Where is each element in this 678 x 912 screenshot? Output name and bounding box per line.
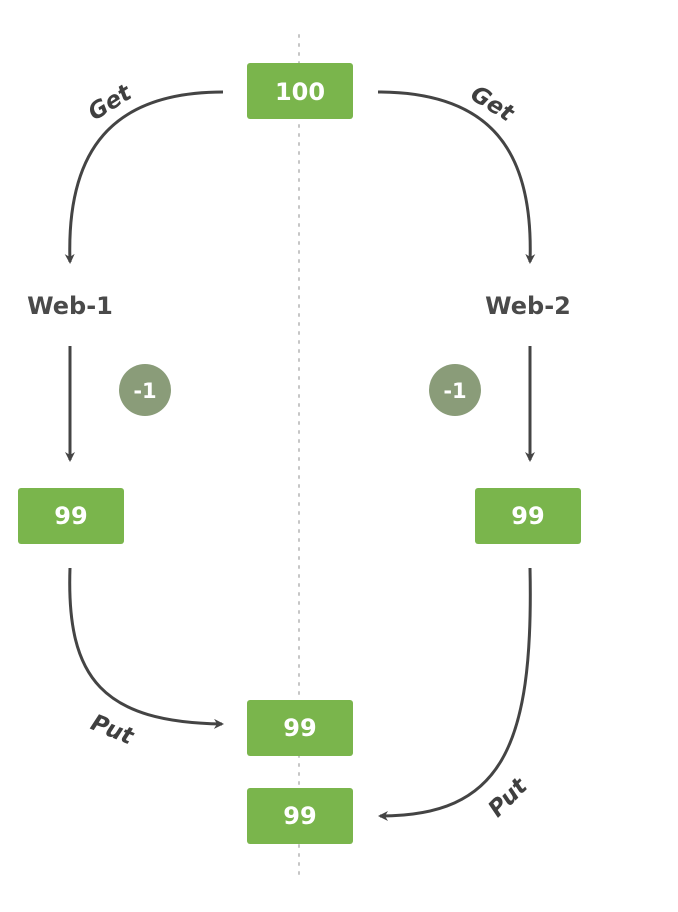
- put-arrow-left: [68, 567, 224, 729]
- get-label-left: Get: [84, 79, 137, 126]
- get-arrow-left: [64, 90, 224, 264]
- put-arrow-right: [378, 567, 532, 821]
- decrement-badge-left-text: -1: [133, 379, 156, 403]
- stored-value-box-2: [247, 788, 353, 844]
- put-label-right: Put: [483, 773, 533, 823]
- result-text-web-1: 99: [54, 502, 87, 530]
- get-label-right: Get: [466, 81, 519, 128]
- stored-value-text-2: 99: [283, 802, 316, 830]
- decrement-badge-left: [119, 364, 171, 416]
- result-box-web-2: [475, 488, 581, 544]
- client-label-web-2: Web-2: [485, 292, 571, 320]
- stored-value-box-1: [247, 700, 353, 756]
- client-label-web-1: Web-1: [27, 292, 113, 320]
- top-value-box: [247, 63, 353, 119]
- result-text-web-2: 99: [511, 502, 544, 530]
- decrement-badge-right-text: -1: [443, 379, 466, 403]
- decrement-badge-right: [429, 364, 481, 416]
- stored-value-text-1: 99: [283, 714, 316, 742]
- top-value-text: 100: [275, 78, 325, 106]
- get-arrow-right: [377, 90, 536, 264]
- put-label-left: Put: [87, 710, 138, 751]
- result-box-web-1: [18, 488, 124, 544]
